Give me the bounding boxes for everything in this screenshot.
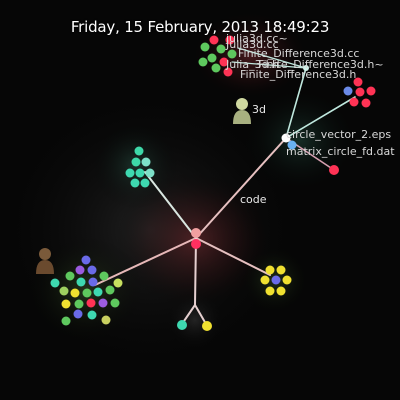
yellow-file-cluster bbox=[260, 265, 292, 296]
top-file-cluster bbox=[198, 35, 237, 77]
file-nodes bbox=[50, 35, 376, 331]
bottom-file-pair bbox=[177, 320, 212, 331]
file-label: Finite_Difference3d.cc bbox=[238, 47, 359, 60]
right-file-cluster bbox=[329, 77, 376, 175]
edge-code-to-3d bbox=[285, 67, 307, 139]
root-directory-accent bbox=[191, 239, 201, 249]
person-silhouette-icon bbox=[36, 248, 54, 274]
file-label: circle_vector_2.eps bbox=[286, 128, 391, 141]
green-file-cluster bbox=[50, 255, 123, 326]
date-timestamp: Friday, 15 February, 2013 18:49:23 bbox=[70, 18, 330, 36]
user-avatars bbox=[36, 98, 251, 274]
edge-root-to-code bbox=[195, 137, 287, 239]
directory-nodes bbox=[191, 65, 309, 249]
code-file-node bbox=[287, 140, 297, 150]
file-label: Finite_Difference3d.h~ bbox=[258, 58, 384, 71]
edge-bottom-right bbox=[194, 304, 207, 325]
teal-file-cluster bbox=[125, 146, 155, 188]
edge-root-to-green-cluster bbox=[94, 237, 197, 286]
edge-root-to-teal-cluster bbox=[144, 171, 197, 239]
edge-3d-to-files-2 bbox=[231, 61, 307, 69]
directory-label-code: code bbox=[240, 193, 267, 206]
person-silhouette-icon bbox=[233, 98, 251, 124]
file-label: Julia_3d.h bbox=[225, 58, 279, 71]
edge-code-to-blue-cluster bbox=[285, 96, 356, 139]
directory-label-3d: 3d bbox=[252, 103, 266, 116]
edge-3d-to-files bbox=[237, 47, 307, 69]
edge-root-to-yellow-cluster bbox=[195, 237, 271, 276]
file-label: matrix_circle_fd.dat bbox=[286, 145, 395, 158]
file-label: Julia3d.cc bbox=[225, 38, 279, 51]
file-label: Finite_Difference3d.h bbox=[240, 68, 356, 81]
code-directory-node bbox=[281, 133, 291, 143]
file-label: julia3d.cc~ bbox=[225, 32, 288, 45]
edge-root-to-bottom bbox=[194, 237, 197, 306]
graph-labels: code 3d circle_vector_2.eps matrix_circl… bbox=[225, 32, 395, 206]
directory-edges bbox=[94, 47, 356, 325]
root-directory-node bbox=[191, 228, 201, 238]
three-d-directory-node bbox=[303, 65, 309, 71]
